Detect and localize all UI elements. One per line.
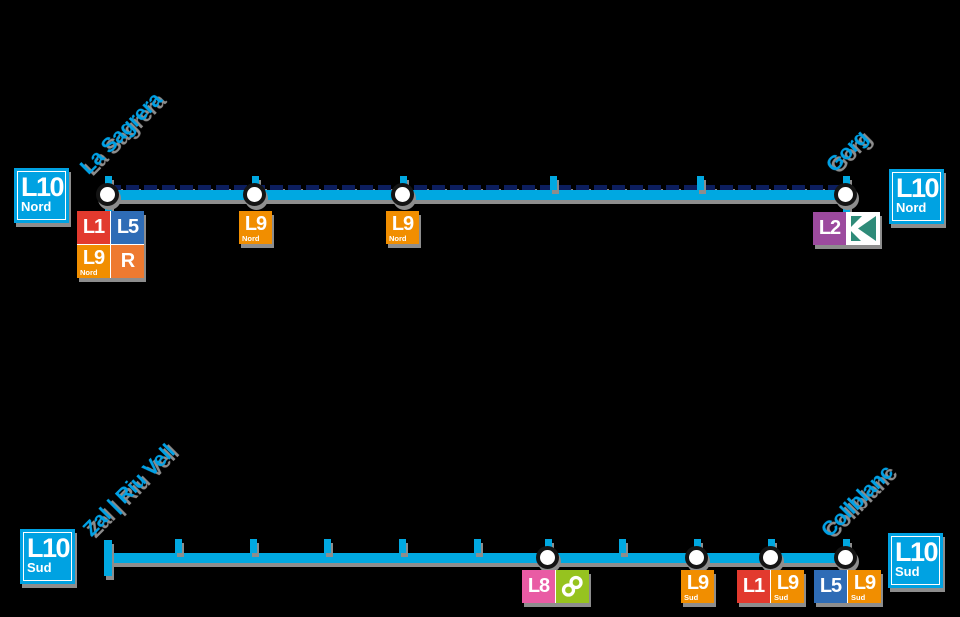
terminal-badge-l10-sud-left: L10 Sud: [20, 529, 75, 584]
terminus-cap: [104, 540, 112, 576]
line-bar: [108, 190, 846, 200]
interchange-badges: L2: [813, 212, 880, 245]
line-badge-label: L9: [244, 213, 267, 235]
station-tick: [474, 539, 481, 553]
station-tick: [619, 539, 626, 553]
line-badge-label: L9: [853, 572, 876, 594]
metro-line-sud: [108, 553, 846, 563]
line-badge-label: L1: [742, 575, 765, 597]
line-badge-label: L9: [776, 572, 799, 594]
line-bar: [108, 553, 846, 563]
line-badge-label: L9: [686, 572, 709, 594]
terminal-line-name: L10: [27, 533, 71, 563]
terminal-line-name: L10: [895, 537, 939, 567]
terminal-branch-name: Nord: [21, 199, 52, 214]
station-label: La Sagrera: [75, 88, 167, 179]
terminal-branch-name: Nord: [896, 200, 927, 215]
line-dash-pattern: [108, 185, 846, 190]
line-badge-L5: L5: [814, 570, 847, 603]
line-badge-branch: Nord: [242, 233, 260, 243]
terminal-line-name: L10: [21, 172, 65, 202]
line-badge-L1: L1: [737, 570, 770, 603]
line-badge-branch: Nord: [80, 267, 98, 277]
terminal-branch-name: Sud: [27, 560, 52, 575]
metro-line-nord: [108, 185, 846, 200]
terminal-branch-name: Sud: [895, 564, 920, 579]
line-badge-L1: L1: [77, 211, 110, 244]
station-dot: [536, 546, 559, 569]
station-dot: [759, 546, 782, 569]
station-label: Zal | Riu Vell: [78, 440, 180, 541]
line-badge-label: R: [120, 250, 135, 272]
line-badge-label: L8: [527, 575, 550, 597]
station-tick: [550, 176, 557, 190]
station-tick: [399, 539, 406, 553]
line-badge-label: L5: [819, 575, 842, 597]
station-tick: [175, 539, 182, 553]
station-label: Gorg: [821, 126, 873, 177]
line-badge-L8: L8: [522, 570, 555, 603]
station-label: Collblanc: [816, 460, 898, 542]
station-dot: [243, 183, 266, 206]
interchange-badges: L8: [522, 570, 589, 603]
terminal-badge-l10-nord-right: L10 Nord: [889, 169, 944, 224]
station-dot: [685, 546, 708, 569]
station-dot: [391, 183, 414, 206]
line-badge-branch: Sud: [774, 592, 789, 602]
station-tick: [697, 176, 704, 190]
station-dot: [834, 546, 857, 569]
tram-icon: [847, 212, 880, 245]
line-badge-label: L2: [818, 217, 841, 239]
station-dot: [96, 183, 119, 206]
line-badge-branch: Sud: [684, 592, 699, 602]
terminal-line-name: L10: [896, 173, 940, 203]
line-badge-L5: L5: [111, 211, 144, 244]
line-badge-branch: Nord: [389, 233, 407, 243]
station-tick-below: [105, 200, 112, 215]
line-badge-label: L9: [82, 247, 105, 269]
line-badge-L2: L2: [813, 212, 846, 245]
terminal-badge-l10-sud-right: L10 Sud: [888, 533, 943, 588]
line-badge-R: R: [111, 245, 144, 278]
station-tick-below: [843, 200, 850, 215]
line-badge-label: L9: [391, 213, 414, 235]
line-badge-label: L5: [116, 216, 139, 238]
station-dot: [834, 183, 857, 206]
fgc-icon: [556, 570, 589, 603]
station-tick: [250, 539, 257, 553]
line-badge-label: L1: [82, 216, 105, 238]
line-badge-branch: Sud: [851, 592, 866, 602]
terminal-badge-l10-nord-left: L10 Nord: [14, 168, 69, 223]
station-tick: [324, 539, 331, 553]
